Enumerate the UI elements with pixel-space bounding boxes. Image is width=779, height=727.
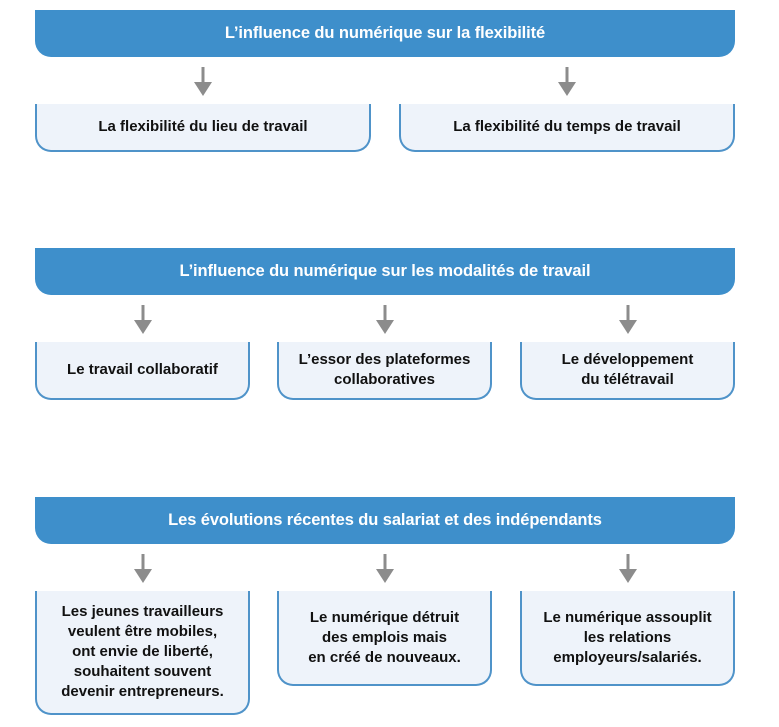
box-label: La flexibilité du temps de travail [453, 118, 681, 135]
young-workers-box: Les jeunes travailleurs veulent être mob… [35, 591, 250, 715]
section-2-title: L’influence du numérique sur les modalit… [179, 262, 591, 280]
box-label: Les jeunes travailleurs veulent être mob… [61, 603, 224, 700]
collaborative-platforms-box: L’essor des plateformes collaboratives [277, 342, 492, 400]
box-label: Le développement du télétravail [561, 351, 694, 388]
arrow-down-icon [619, 554, 637, 583]
arrow-down-icon [134, 305, 152, 334]
section-3-title: Les évolutions récentes du salariat et d… [168, 511, 602, 529]
box-label: Le travail collaboratif [67, 361, 218, 378]
section-1-title: L’influence du numérique sur la flexibil… [224, 24, 546, 42]
arrow-down-icon [194, 67, 212, 96]
arrow-down-icon [619, 305, 637, 334]
box-label: Le numérique assouplit les relations emp… [543, 608, 712, 666]
arrow-down-icon [558, 67, 576, 96]
relations-softened-box: Le numérique assouplit les relations emp… [520, 591, 735, 686]
section-1-banner: L’influence du numérique sur la flexibil… [35, 10, 735, 57]
telework-box: Le développement du télétravail [520, 342, 735, 400]
flexibility-time-box: La flexibilité du temps de travail [399, 104, 735, 152]
box-label: La flexibilité du lieu de travail [98, 118, 308, 135]
arrow-down-icon [376, 305, 394, 334]
section-2-banner: L’influence du numérique sur les modalit… [35, 248, 735, 295]
arrow-down-icon [376, 554, 394, 583]
box-label: L’essor des plateformes collaboratives [298, 351, 471, 388]
box-label: Le numérique détruit des emplois mais en… [308, 608, 461, 666]
jobs-destroyed-created-box: Le numérique détruit des emplois mais en… [277, 591, 492, 686]
flexibility-location-box: La flexibilité du lieu de travail [35, 104, 371, 152]
collaborative-work-box: Le travail collaboratif [35, 342, 250, 400]
arrow-down-icon [134, 554, 152, 583]
section-3-banner: Les évolutions récentes du salariat et d… [35, 497, 735, 544]
